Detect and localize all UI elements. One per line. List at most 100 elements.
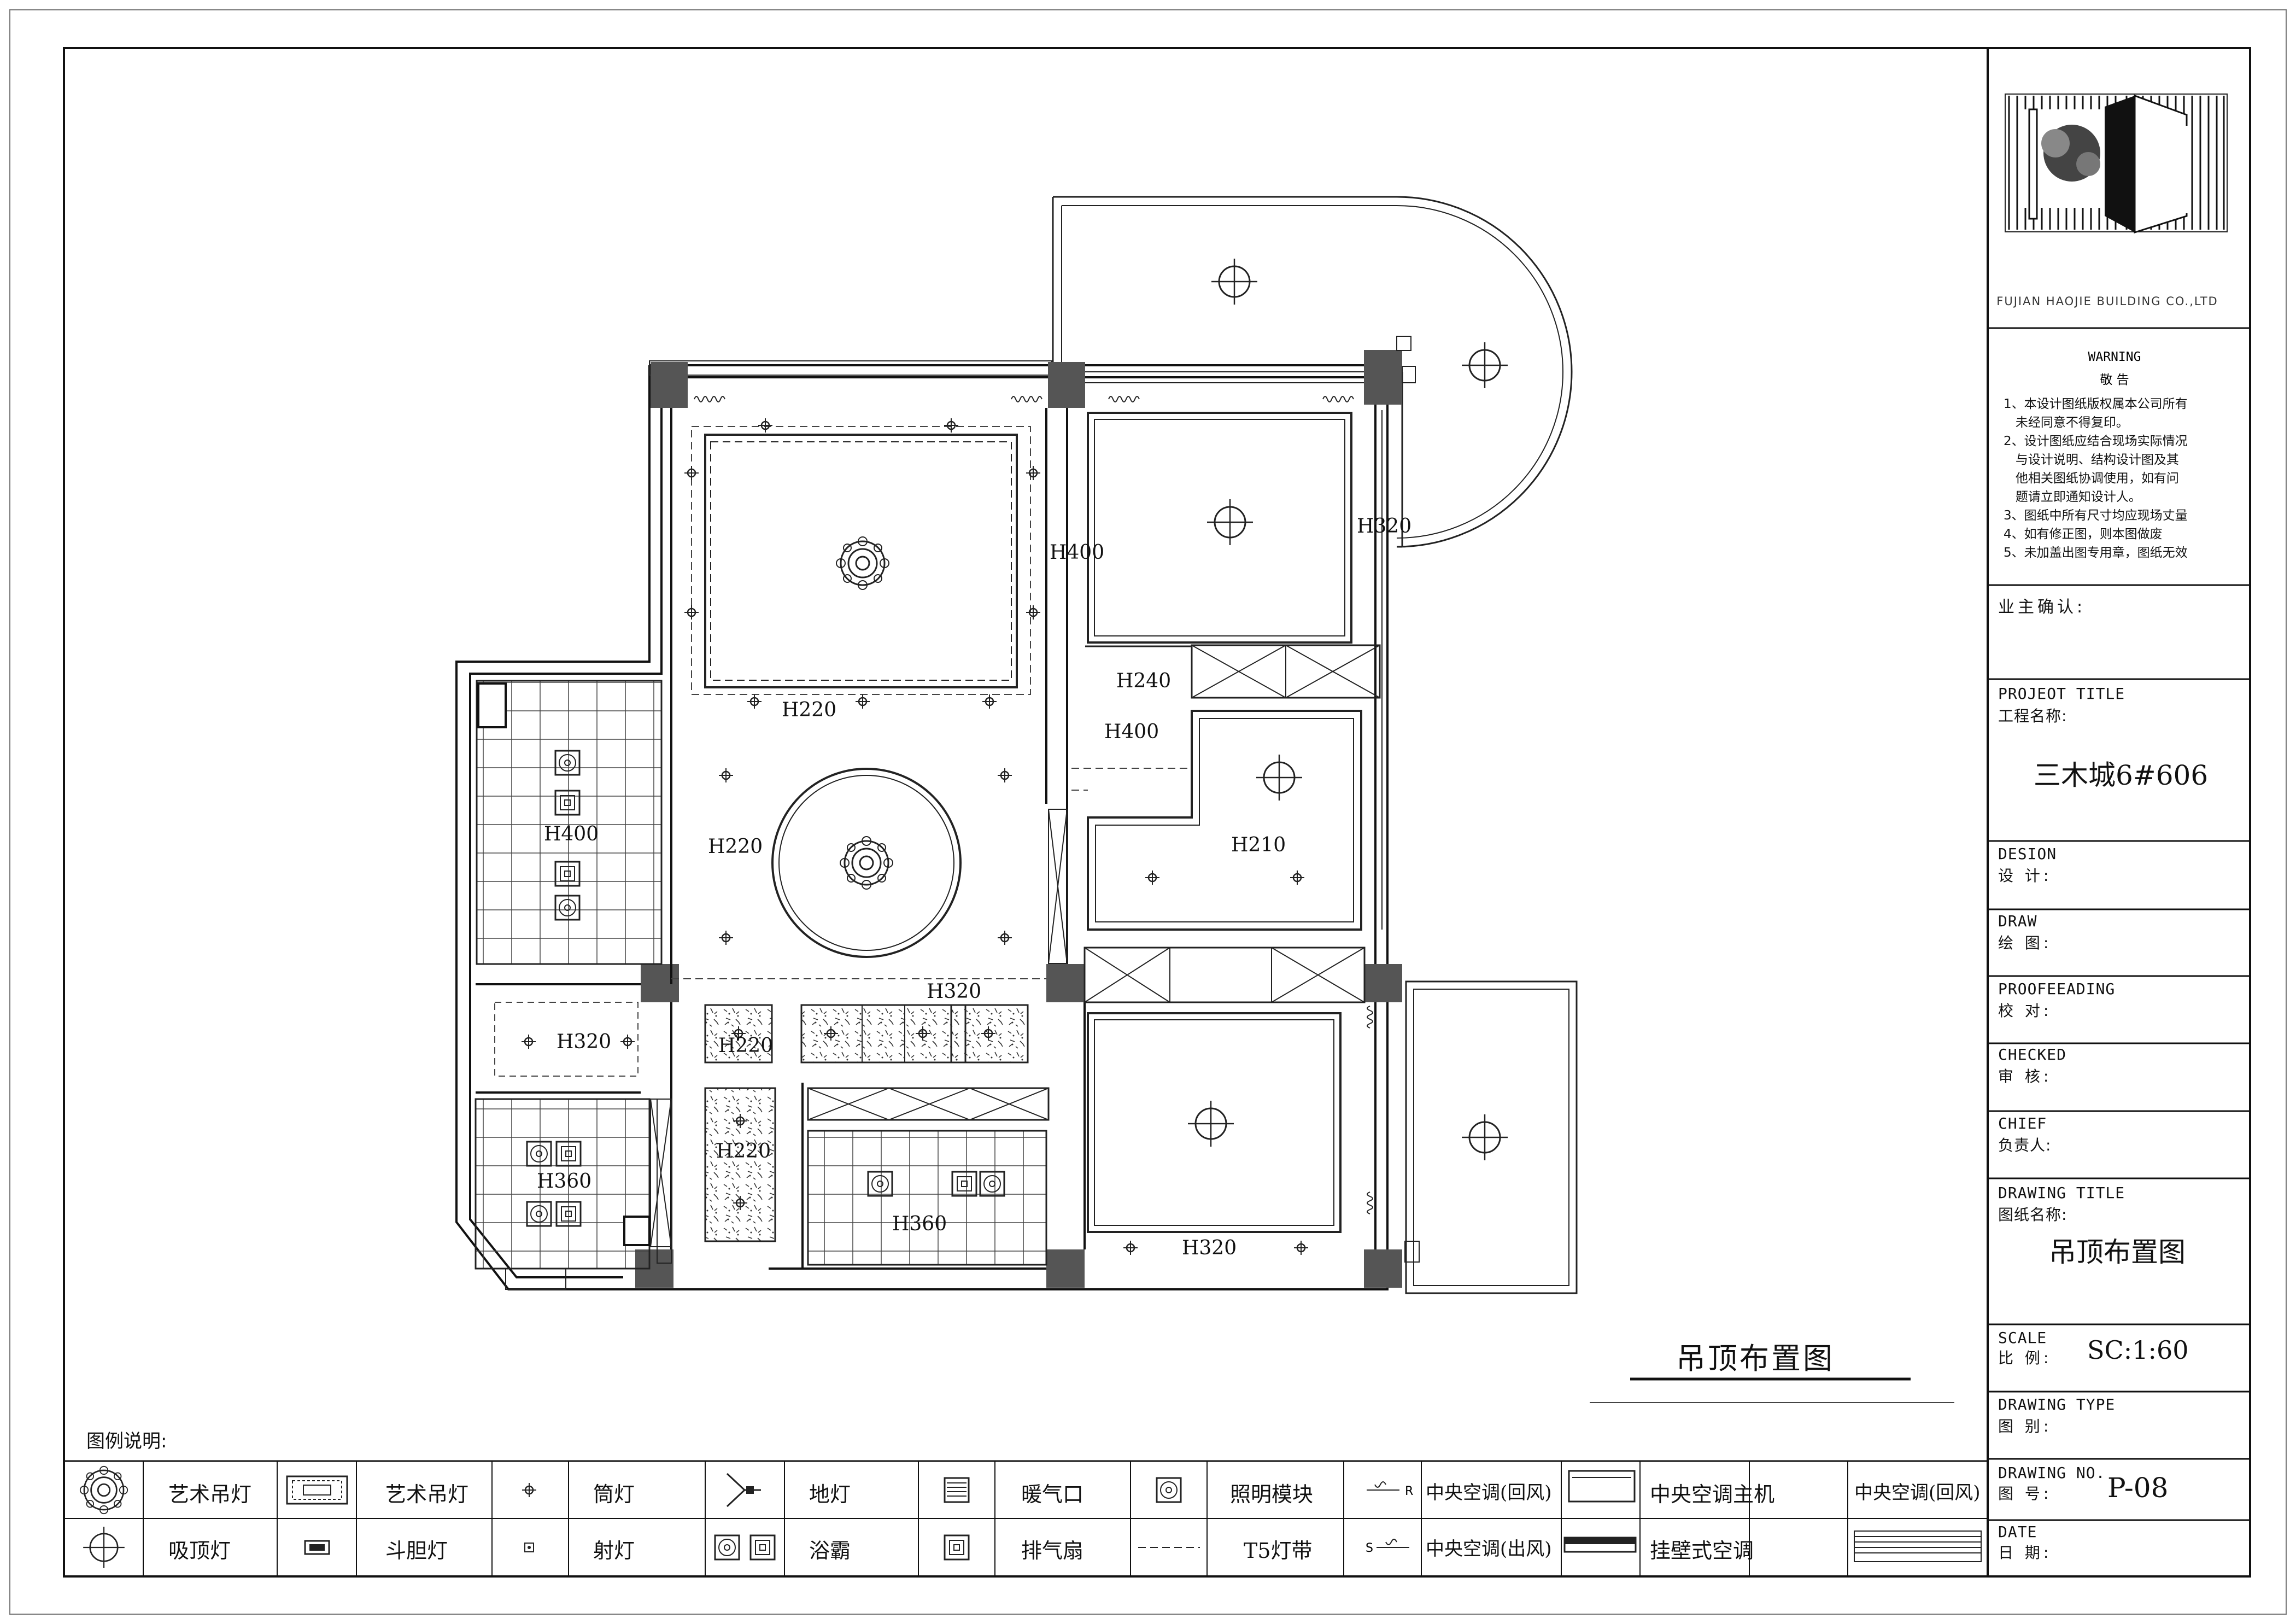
balcony-top: [1053, 196, 1573, 548]
label-h400-left: H400: [544, 823, 599, 845]
scale-value: SC:1:60: [2087, 1335, 2189, 1365]
warning-line: 1、本设计图纸版权属本公司所有: [2004, 397, 2188, 411]
rect-chandelier-icon: [286, 1475, 348, 1505]
drawing-type-label-cn: 图 别:: [1998, 1417, 2052, 1435]
warning-line: 2、设计图纸应结合现场实际情况: [2004, 434, 2188, 448]
label-h320-bottom: H320: [1182, 1237, 1237, 1259]
design-label: DESION: [1998, 845, 2057, 863]
downlight-icon: [521, 1482, 537, 1498]
spotlight-icon: [524, 1543, 534, 1552]
project-title-label: PROJEOT TITLE: [1998, 685, 2125, 703]
heating-vent-icon: [944, 1477, 970, 1503]
label-h220-top: H220: [782, 699, 837, 721]
ceiling-round: [771, 768, 962, 958]
owner-confirm-label: 业主确认:: [1998, 598, 2086, 617]
warning-title-cn: 敬 告: [2100, 373, 2129, 387]
project-name: 三木城6#606: [2034, 760, 2209, 791]
scale-label-cn: 比 例:: [1998, 1349, 2052, 1367]
label-h320-balcony: H320: [1357, 515, 1412, 538]
company-logo: [2005, 94, 2228, 234]
frame-border: [63, 47, 2251, 1578]
floor-plan: [455, 196, 1578, 1294]
legend-label-heating-vent: 暖气口: [1021, 1482, 1084, 1506]
label-h320-center: H320: [927, 980, 982, 1003]
legend-label-bucket-light: 斗胆灯: [385, 1539, 448, 1563]
legend-label-t5-strip: T5灯带: [1244, 1539, 1313, 1563]
date-label-cn: 日 期:: [1998, 1544, 2052, 1562]
balcony-right: [1405, 980, 1578, 1294]
legend-label-wall-ac: 挂壁式空调: [1650, 1539, 1754, 1563]
legend-label-downlight: 筒灯: [593, 1482, 635, 1506]
drawing-title-label-cn: 图纸名称:: [1998, 1206, 2067, 1224]
label-h360-left: H360: [537, 1170, 592, 1193]
proofreading-label-cn: 校 对:: [1998, 1002, 2052, 1020]
floor-light-icon: [726, 1473, 761, 1508]
legend-label-ac-return: 中央空调(回风): [1426, 1482, 1552, 1504]
label-h220-mid: H220: [708, 836, 763, 858]
label-h220-b: H220: [716, 1140, 771, 1162]
label-h210: H210: [1231, 834, 1286, 856]
label-h400-hall: H400: [1050, 541, 1105, 564]
plan-title: 吊顶布置图: [1676, 1341, 1835, 1376]
label-h240: H240: [1116, 670, 1172, 692]
svg-text:S: S: [1366, 1541, 1373, 1555]
light-module-icon: [1156, 1477, 1182, 1503]
drawing-no-label: DRAWING NO.: [1998, 1464, 2106, 1482]
art-chandelier-icon: [79, 1465, 128, 1515]
checked-label: CHECKED: [1998, 1045, 2067, 1064]
draw-label-cn: 绘 图:: [1998, 934, 2052, 952]
legend-label-exhaust-fan: 排气扇: [1021, 1539, 1084, 1563]
drawing-no-label-cn: 图 号:: [1998, 1485, 2052, 1503]
legend-label-art-chandelier-2: 艺术吊灯: [385, 1482, 469, 1506]
ac-return-icon-2: [1854, 1530, 1982, 1562]
legend-label-floor-light: 地灯: [809, 1482, 851, 1506]
warning-line: 3、图纸中所有尺寸均应现场丈量: [2004, 509, 2188, 523]
legend-label-light-module: 照明模块: [1230, 1482, 1314, 1506]
legend-label-spotlight: 射灯: [593, 1539, 635, 1563]
legend-label-ac-return-2: 中央空调(回风): [1854, 1482, 1981, 1504]
ac-main-unit-icon: [1568, 1470, 1636, 1503]
ceiling-light-icon: [82, 1526, 126, 1569]
warning-line: 题请立即通知设计人。: [2004, 490, 2141, 504]
outer-border: [9, 9, 2287, 1615]
legend-label-art-chandelier: 艺术吊灯: [168, 1482, 252, 1506]
label-h360-kitchen: H360: [892, 1213, 947, 1235]
ceiling-stone-4: [704, 1087, 776, 1242]
svg-text:R: R: [1405, 1485, 1413, 1498]
legend-label-ac-main: 中央空调主机: [1650, 1482, 1775, 1506]
drawing-title-label: DRAWING TITLE: [1998, 1184, 2125, 1202]
wall-ac-icon: [1563, 1537, 1637, 1553]
project-title-label-cn: 工程名称:: [1998, 707, 2067, 725]
proofreading-label: PROOFEEADING: [1998, 980, 2116, 998]
warning-line: 未经同意不得复印。: [2004, 416, 2129, 430]
ac-return-icon: R: [1367, 1481, 1413, 1498]
bucket-light-icon: [304, 1540, 330, 1555]
legend-label-bath-heater: 浴霸: [809, 1539, 851, 1563]
checked-label-cn: 审 核:: [1998, 1067, 2052, 1085]
warning-line: 与设计说明、结构设计图及其: [2004, 453, 2179, 467]
warning-text: 1、本设计图纸版权属本公司所有 未经同意不得复印。 2、设计图纸应结合现场实际情…: [2004, 395, 2188, 562]
exhaust-fan-icon: [944, 1534, 970, 1561]
label-h220-a: H220: [718, 1035, 774, 1057]
draw-label: DRAW: [1998, 912, 2037, 930]
drawing-title-value: 吊顶布置图: [2049, 1236, 2186, 1268]
drawing-no-value: P-08: [2107, 1472, 2169, 1504]
ceiling-living-upper: [704, 434, 1018, 688]
date-label: DATE: [1998, 1523, 2037, 1541]
chief-label-cn: 负责人:: [1998, 1136, 2052, 1154]
drawing-type-label: DRAWING TYPE: [1998, 1395, 2116, 1413]
ceiling-bedroom-top: [1087, 412, 1352, 644]
legend-label-ceiling-light: 吸顶灯: [168, 1539, 231, 1563]
ac-supply-icon: S: [1366, 1539, 1409, 1555]
label-h320-left: H320: [557, 1031, 612, 1053]
warning-line: 他相关图纸协调使用，如有问: [2004, 471, 2179, 486]
legend-table: R S: [63, 1460, 1989, 1578]
ceiling-h210: [1087, 710, 1362, 931]
bath-heater-icon: [714, 1534, 776, 1561]
ceiling-kitchen: [807, 1130, 1047, 1266]
title-block: FUJIAN HAOJIE BUILDING CO.,LTD WARNING 敬…: [1988, 94, 2250, 1521]
design-label-cn: 设 计:: [1998, 867, 2052, 885]
legend-heading: 图例说明:: [86, 1430, 167, 1452]
ceiling-bedroom-bottom: [1087, 1012, 1342, 1233]
